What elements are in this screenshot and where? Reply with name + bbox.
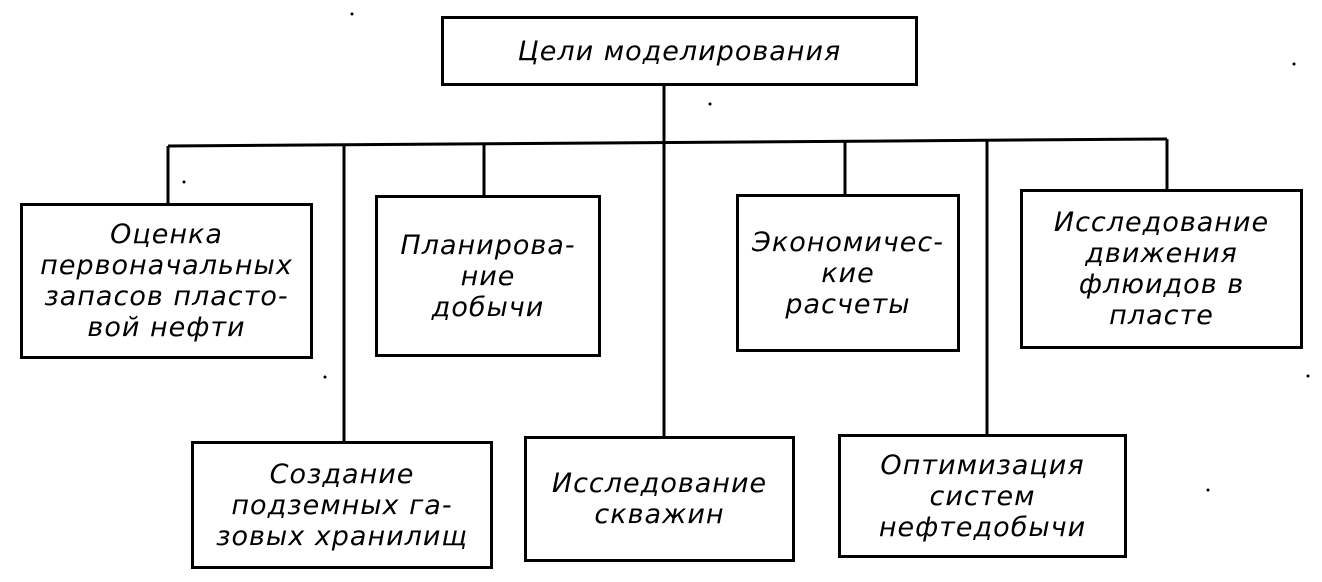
goal-label: Оптимизация систем нефтедобычи — [878, 449, 1087, 543]
goal-label: Планирова- ние добычи — [400, 229, 576, 323]
goal-node: Планирова- ние добычи — [375, 195, 601, 357]
goal-node: Оптимизация систем нефтедобычи — [838, 434, 1127, 558]
goal-node: Исследование скважин — [524, 436, 795, 562]
scan-speck — [1306, 374, 1310, 378]
scan-speck — [323, 375, 327, 379]
goal-label: Исследование движения флюидов в пласте — [1053, 207, 1270, 331]
root-label: Цели моделирования — [517, 35, 842, 67]
goal-node: Исследование движения флюидов в пласте — [1020, 189, 1303, 349]
goal-label: Создание подземных га- зовых хранилищ — [216, 458, 468, 552]
horizontal-bus-line — [167, 137, 1168, 148]
goal-node: Экономичес- кие расчеты — [736, 194, 960, 352]
goal-node: Оценка первоначальных запасов пласто- во… — [20, 203, 313, 359]
scan-speck — [182, 180, 186, 184]
scan-speck — [350, 12, 354, 16]
scan-speck — [1206, 488, 1210, 492]
goal-node: Создание подземных га- зовых хранилищ — [191, 441, 493, 569]
goal-label: Оценка первоначальных запасов пласто- во… — [40, 219, 293, 343]
scan-speck — [1292, 62, 1296, 66]
goal-label: Экономичес- кие расчеты — [752, 226, 944, 320]
goal-label: Исследование скважин — [551, 468, 768, 530]
root-node: Цели моделирования — [441, 16, 918, 86]
scan-speck — [708, 102, 712, 106]
